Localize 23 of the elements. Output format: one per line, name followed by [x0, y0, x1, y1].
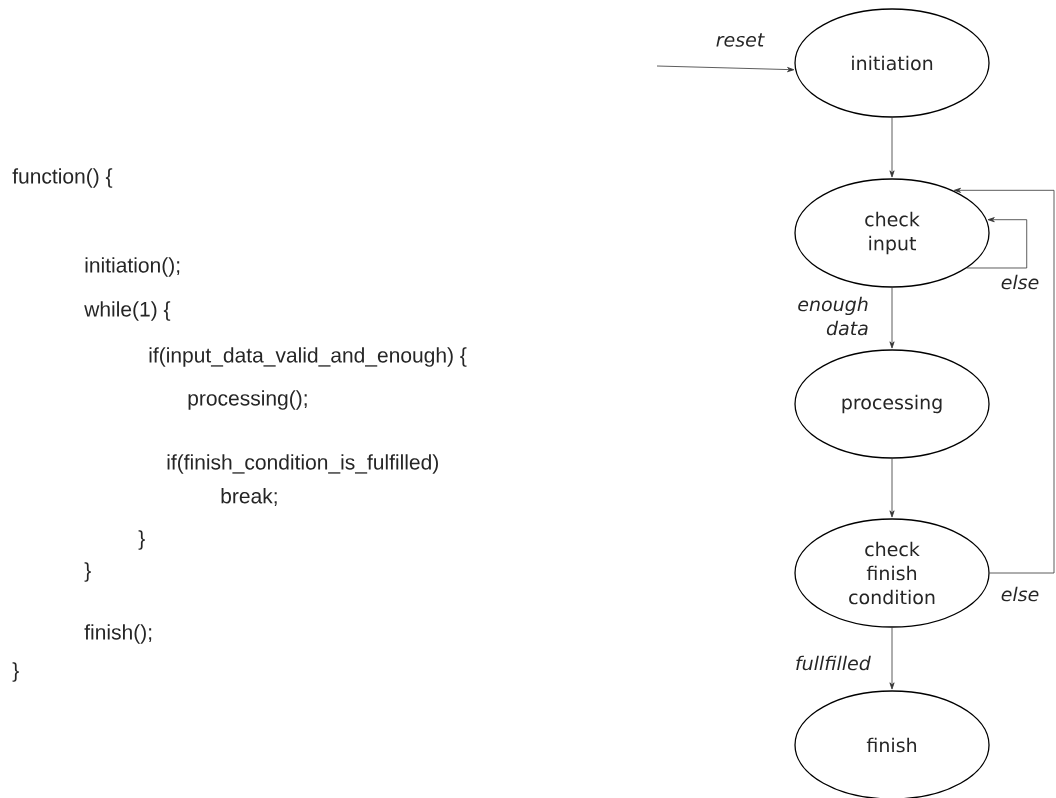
arrow [889, 287, 895, 349]
code-line: break; [221, 488, 277, 506]
code-line: while(1) { [84, 301, 171, 321]
code-line: finish(); [84, 624, 152, 644]
arrow [953, 187, 1055, 574]
arrow [889, 458, 895, 518]
arrow [656, 65, 795, 73]
edge-label: else [1001, 586, 1039, 602]
code-line: initiation(); [85, 257, 180, 277]
code-line: function() { [12, 168, 113, 188]
code-line: if(finish_condition_is_fulfilled) [167, 454, 438, 474]
edge-label: enough data [798, 296, 868, 336]
code-line: if(input_data_valid_and_enough) { [149, 347, 467, 367]
edge-label: fullfilled [796, 655, 871, 671]
code-line: } [84, 562, 91, 582]
code-line: } [138, 530, 145, 550]
arrow [889, 627, 895, 690]
arrow [889, 117, 895, 178]
code-line: processing(); [188, 390, 307, 410]
edge-label: reset [716, 33, 765, 47]
code-line: } [12, 662, 19, 682]
edge-label: else [1001, 274, 1039, 290]
arrow [966, 217, 1028, 269]
